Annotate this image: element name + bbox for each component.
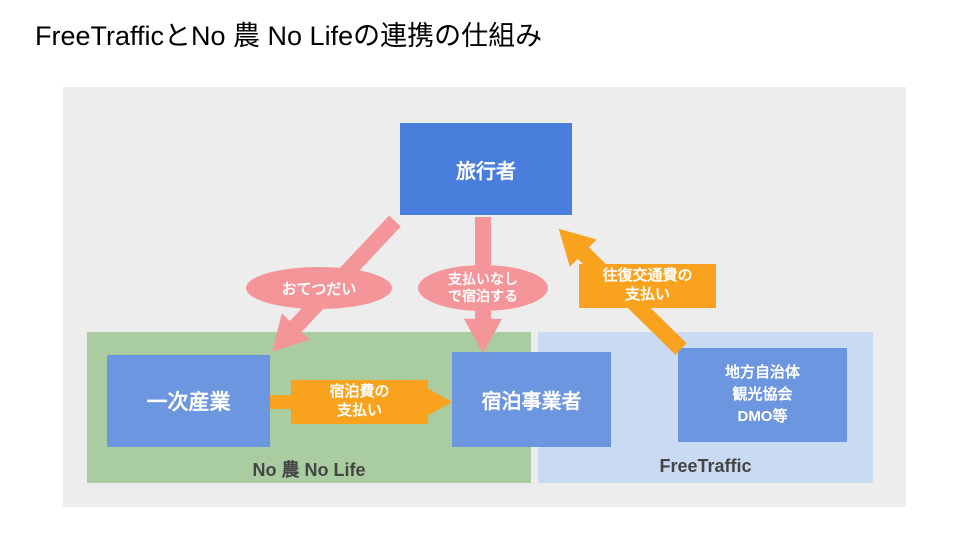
flow-label-stay-text: 支払いなし で宿泊する [448, 271, 518, 305]
zone-label-no-nou-no-life: No 農 No Life [252, 460, 366, 480]
node-lodging-operator-label: 宿泊事業者 [481, 391, 582, 413]
diagram-canvas: 旅行者 一次産業 宿泊事業者 地方自治体 観光協会 DMO等 [63, 87, 906, 507]
stay-line1: 支払いなし [448, 271, 518, 288]
stay-line2: で宿泊する [448, 288, 518, 304]
flow-label-lodging-payment: 宿泊費の 支払い [291, 380, 428, 424]
transport-line2: 支払い [624, 286, 670, 303]
flow-label-transport-text: 往復交通費の 支払い [602, 267, 692, 305]
flow-label-transport-payment: 往復交通費の 支払い [579, 264, 716, 308]
node-traveler: 旅行者 [400, 123, 572, 215]
flow-label-otetsudai-text: おてつだい [281, 280, 357, 298]
flow-label-lodging-payment-text: 宿泊費の 支払い [329, 383, 389, 421]
lodging-payment-line1: 宿泊費の [329, 383, 390, 401]
node-traveler-label: 旅行者 [456, 160, 516, 183]
flow-label-stay-without-payment: 支払いなし で宿泊する [418, 265, 548, 311]
local-gov-line2: 観光協会 [732, 386, 793, 404]
local-gov-line3: DMO等 [737, 407, 788, 425]
lodging-payment-line2: 支払い [336, 402, 382, 419]
zone-label-freetraffic: FreeTraffic [659, 456, 752, 476]
node-primary-industry-label: 一次産業 [146, 391, 231, 414]
local-gov-line1: 地方自治体 [724, 364, 800, 382]
transport-line1: 往復交通費の [602, 267, 693, 285]
node-local-government-label: 地方自治体 観光協会 DMO等 [725, 362, 800, 427]
page-title: FreeTrafficとNo 農 No Lifeの連携の仕組み [35, 21, 543, 51]
node-primary-industry: 一次産業 [107, 355, 270, 447]
node-local-government: 地方自治体 観光協会 DMO等 [678, 348, 847, 442]
flow-label-otetsudai: おてつだい [246, 267, 392, 309]
node-lodging-operator: 宿泊事業者 [452, 352, 611, 447]
